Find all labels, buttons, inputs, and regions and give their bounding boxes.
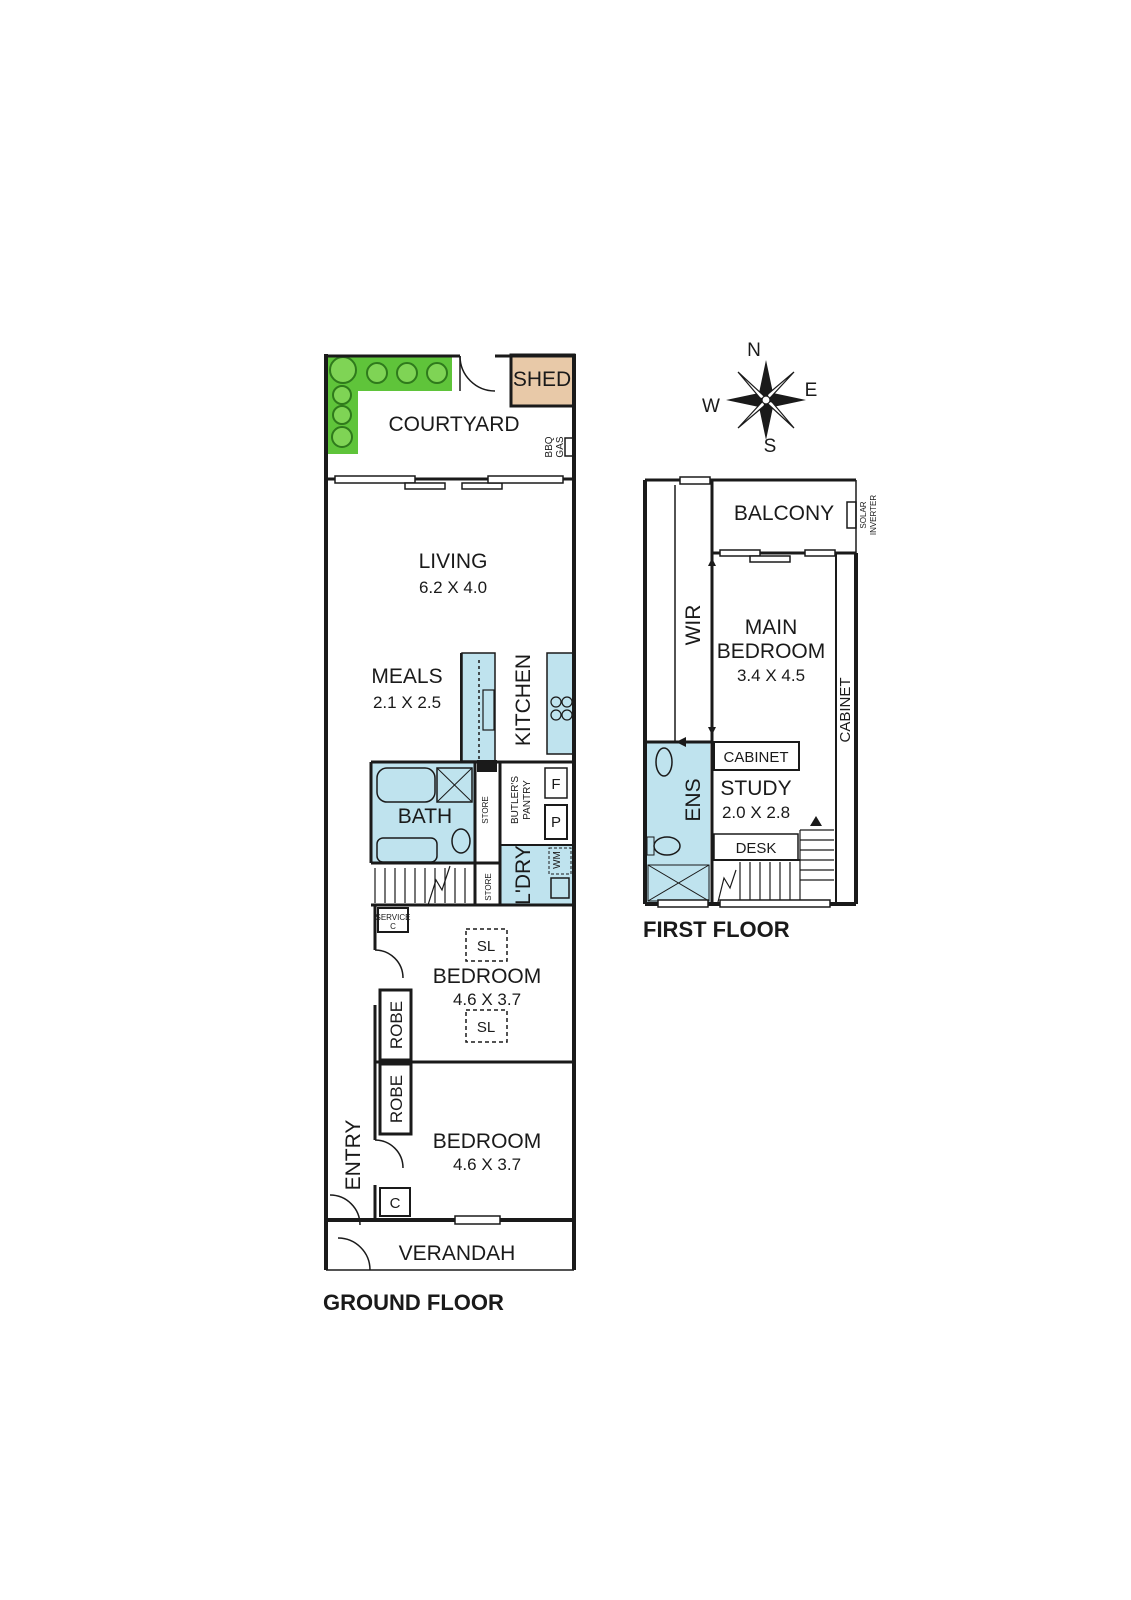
ground-floor-walls <box>324 354 576 1271</box>
first-floor-plan: BALCONY SOLAR INVERTER WIR MAIN BEDROOM … <box>643 476 878 942</box>
first-floor-title: FIRST FLOOR <box>643 917 790 942</box>
solar-label: SOLAR <box>859 501 868 528</box>
pantry-label: PANTRY <box>522 780 533 820</box>
wir-label: WIR <box>682 605 705 646</box>
main-bedroom-label-2: BEDROOM <box>717 640 826 663</box>
verandah-label: VERANDAH <box>399 1242 516 1265</box>
store-stairs-label: STORE <box>484 873 493 900</box>
pantry-p-label: P <box>551 814 561 831</box>
main-bedroom-label-1: MAIN <box>745 616 798 639</box>
kitchen-label: KITCHEN <box>512 654 535 746</box>
compass-east: E <box>805 380 818 401</box>
living-dimensions: 6.2 X 4.0 <box>419 578 487 597</box>
bath-label: BATH <box>398 805 452 828</box>
compass-south: S <box>764 436 777 457</box>
gas-label: GAS <box>555 436 566 457</box>
entry-label: ENTRY <box>342 1120 365 1191</box>
butlers-label: BUTLER'S <box>510 776 521 824</box>
kitchen-black-column <box>477 760 497 772</box>
arrow-up-icon <box>708 558 716 566</box>
main-bedroom-dimensions: 3.4 X 4.5 <box>737 666 805 685</box>
study-dimensions: 2.0 X 2.8 <box>722 803 790 822</box>
kitchen-bench-left <box>462 653 495 761</box>
bedroom2-dimensions: 4.6 X 3.7 <box>453 1155 521 1174</box>
garden-plants <box>326 356 452 454</box>
bbq-label: BBQ <box>544 436 555 457</box>
ensuite-label: ENS <box>682 778 705 821</box>
robe1-label: ROBE <box>387 1001 406 1049</box>
living-label: LIVING <box>419 550 488 573</box>
study-label: STUDY <box>720 777 791 800</box>
wm-label: WM <box>552 851 563 869</box>
compass-rose-icon <box>726 360 806 440</box>
arrow-down-icon <box>708 727 716 735</box>
courtyard-label: COURTYARD <box>388 413 519 436</box>
first-floor-walls <box>643 476 858 908</box>
bedroom2-label: BEDROOM <box>433 1130 542 1153</box>
skylight-label-2: SL <box>477 1019 495 1036</box>
inverter-label: INVERTER <box>869 495 878 536</box>
arrow-left-icon <box>676 737 686 747</box>
service-label: SERVICE <box>376 913 411 922</box>
bath-wet-area <box>371 762 475 863</box>
balcony-label: BALCONY <box>734 502 834 525</box>
robe2-label: ROBE <box>387 1075 406 1123</box>
ground-floor-plan: SHED COURTYARD BBQ GAS LIVING 6.2 X 4.0 … <box>323 353 576 1315</box>
bedroom1-dimensions: 4.6 X 3.7 <box>453 990 521 1009</box>
cabinet-side-label: CABINET <box>837 677 854 742</box>
laundry-label: L'DRY <box>512 845 535 905</box>
desk-label: DESK <box>736 840 777 857</box>
compass-west: W <box>702 396 720 417</box>
cabinet-label: CABINET <box>723 749 788 766</box>
ground-floor-title: GROUND FLOOR <box>323 1290 504 1315</box>
skylight-label-1: SL <box>477 938 495 955</box>
meals-dimensions: 2.1 X 2.5 <box>373 693 441 712</box>
shed-area <box>509 353 576 408</box>
service-c-label: C <box>390 922 396 931</box>
store-bath-label: STORE <box>481 796 490 823</box>
arrow-up-icon <box>810 816 822 826</box>
compass-north: N <box>747 340 761 361</box>
shed-label: SHED <box>513 368 571 391</box>
bedroom1-label: BEDROOM <box>433 965 542 988</box>
fridge-label: F <box>551 776 560 793</box>
meals-label: MEALS <box>371 665 442 688</box>
closet-label: C <box>390 1195 401 1212</box>
